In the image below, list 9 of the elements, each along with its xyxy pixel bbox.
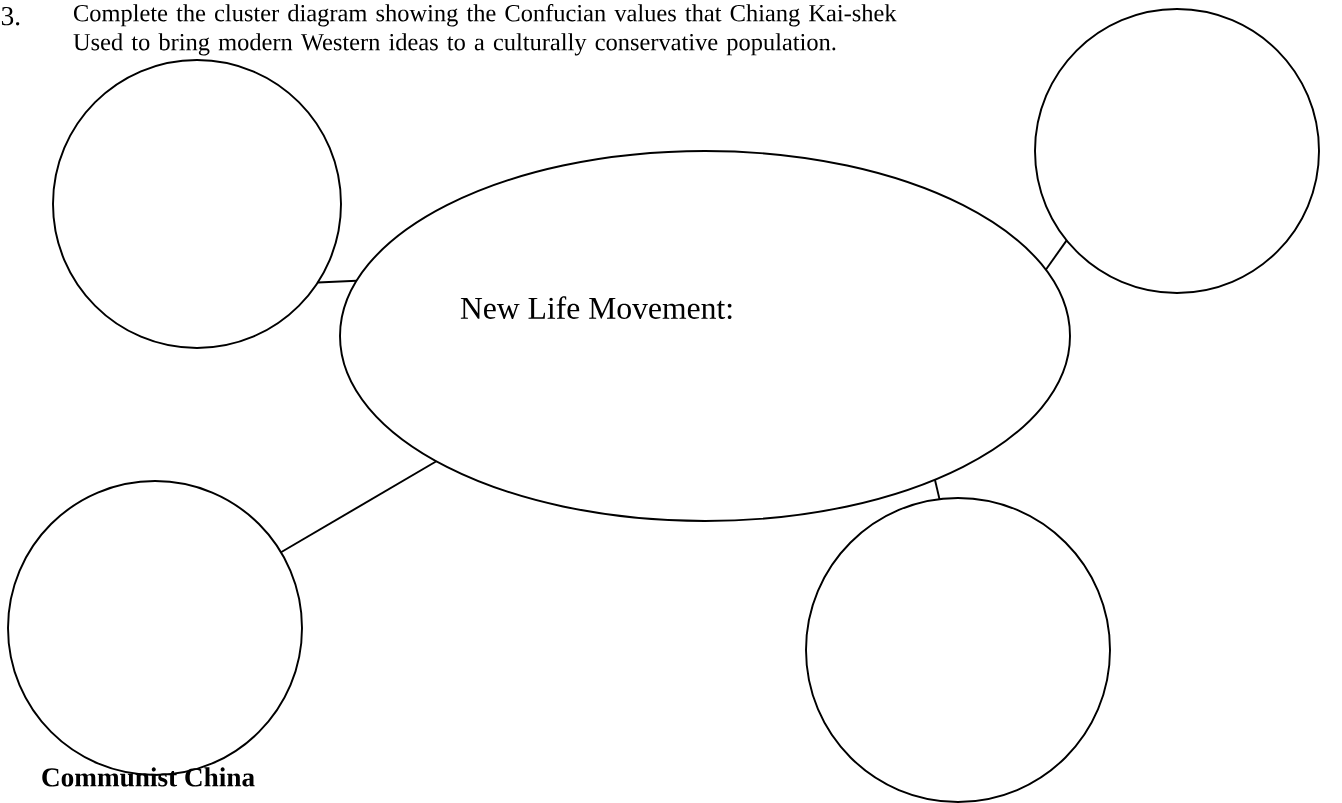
connector-line — [1044, 239, 1068, 271]
connector-line — [316, 279, 358, 284]
connector-line — [933, 478, 941, 501]
connector-line — [280, 460, 438, 554]
question-number: 3. — [1, 6, 20, 26]
section-heading: Communist China — [42, 767, 255, 787]
empty-circle — [1034, 8, 1320, 294]
empty-circle — [52, 59, 342, 349]
empty-circle — [805, 497, 1111, 803]
